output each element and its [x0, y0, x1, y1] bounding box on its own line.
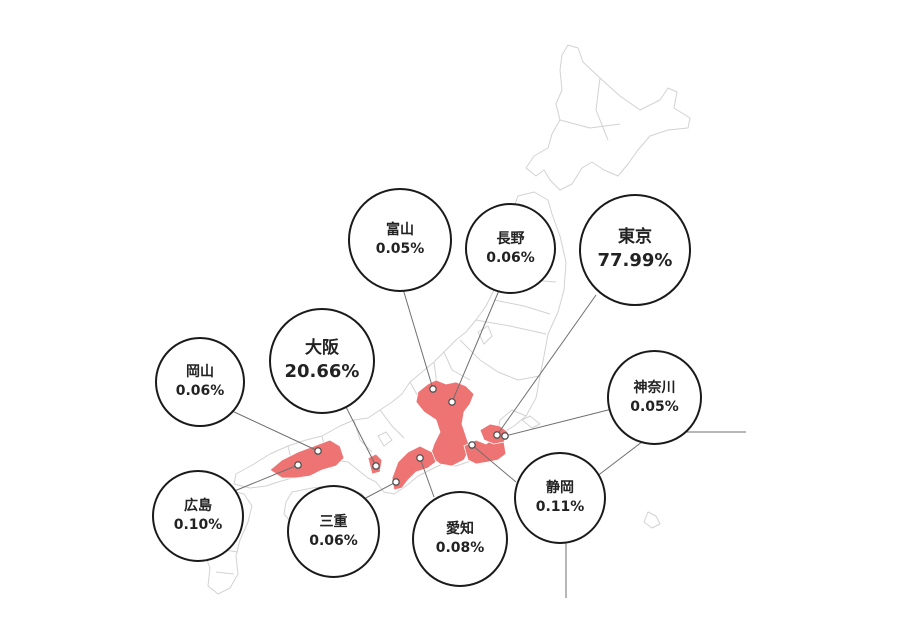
bubble-hiroshima: 広島 0.10%	[152, 470, 244, 562]
bubble-aichi: 愛知 0.08%	[412, 491, 508, 587]
dot-tokyo	[493, 431, 501, 439]
bubble-toyama: 富山 0.05%	[348, 188, 452, 292]
prefecture-name-shizuoka: 静岡	[546, 480, 574, 497]
bubble-shizuoka: 静岡 0.11%	[514, 452, 606, 544]
leader-kanagawa	[504, 408, 613, 437]
leader-lines	[229, 278, 746, 598]
leader-okayama	[229, 409, 319, 452]
leader-tokyo	[496, 294, 597, 436]
region-aichi-mie	[391, 445, 437, 491]
leader-nagano	[451, 287, 501, 403]
dot-nagano	[448, 398, 456, 406]
dot-okayama	[314, 447, 322, 455]
leader-toyama	[399, 278, 434, 390]
prefecture-share-tokyo: 77.99%	[597, 250, 673, 272]
bubble-mie: 三重 0.06%	[287, 485, 380, 578]
prefecture-share-mie: 0.06%	[309, 532, 358, 549]
prefecture-share-nagano: 0.06%	[486, 249, 535, 266]
prefecture-name-kanagawa: 神奈川	[633, 379, 676, 396]
dot-shizuoka	[468, 441, 476, 449]
bubble-tokyo: 東京 77.99%	[579, 194, 691, 306]
leader-osaka	[343, 402, 377, 467]
dot-osaka	[372, 462, 380, 470]
leader-hiroshima	[231, 464, 299, 493]
prefecture-share-shizuoka: 0.11%	[535, 499, 585, 515]
leader-aichi	[419, 457, 435, 498]
prefecture-share-osaka: 20.66%	[284, 361, 360, 383]
prefecture-name-aichi: 愛知	[446, 521, 474, 538]
marker-dots	[294, 385, 509, 486]
prefecture-share-aichi: 0.08%	[435, 540, 485, 556]
leader-shizuoka	[471, 444, 517, 483]
dot-hiroshima	[294, 461, 302, 469]
prefecture-name-mie: 三重	[319, 513, 348, 530]
prefecture-name-hiroshima: 広島	[184, 498, 212, 515]
region-toyama-nagano	[415, 379, 475, 467]
prefecture-share-hiroshima: 0.10%	[173, 517, 223, 533]
bubble-kanagawa: 神奈川 0.05%	[607, 350, 702, 445]
hokkaido-outline	[525, 44, 691, 191]
prefecture-name-nagano: 長野	[496, 230, 525, 247]
prefecture-name-osaka: 大阪	[305, 338, 339, 359]
dot-mie	[392, 478, 400, 486]
bubble-osaka: 大阪 20.66%	[269, 308, 375, 414]
dot-toyama	[429, 385, 437, 393]
dot-kanagawa	[501, 432, 509, 440]
bubble-nagano: 長野 0.06%	[465, 203, 556, 294]
prefecture-share-okayama: 0.06%	[175, 383, 225, 399]
prefecture-name-toyama: 富山	[386, 222, 414, 239]
prefecture-share-toyama: 0.05%	[375, 241, 425, 257]
prefecture-share-kanagawa: 0.05%	[630, 398, 679, 415]
bubble-okayama: 岡山 0.06%	[155, 337, 245, 427]
prefecture-name-okayama: 岡山	[186, 364, 214, 381]
prefecture-name-tokyo: 東京	[618, 227, 652, 248]
dot-aichi	[416, 454, 424, 462]
